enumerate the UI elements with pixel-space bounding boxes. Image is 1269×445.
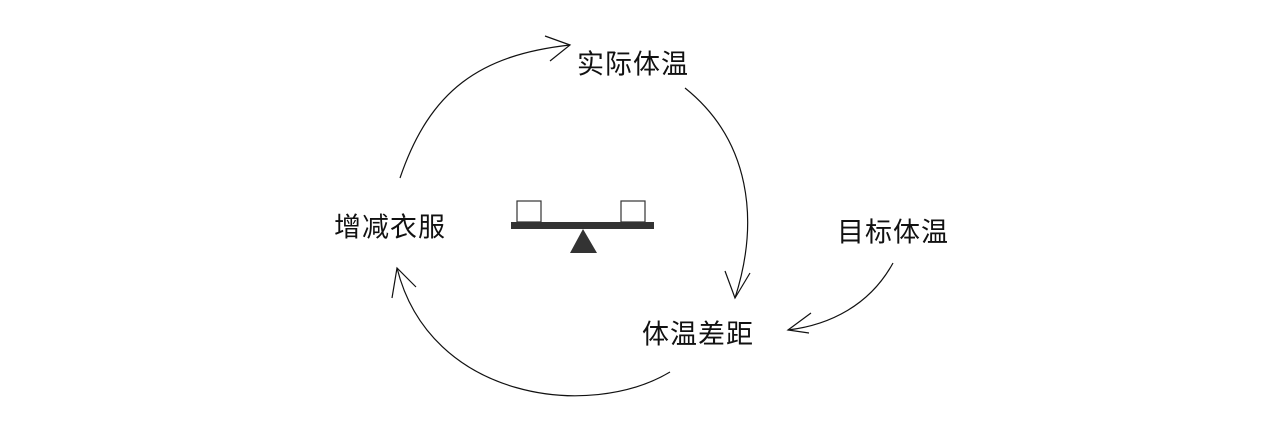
- node-actual-temp: 实际体温: [577, 49, 689, 81]
- arrow-gap-to-clothing: [391, 266, 671, 397]
- arrow-target-to-gap: [786, 262, 894, 334]
- node-temp-gap: 体温差距: [642, 319, 754, 351]
- arrow-actual-to-gap: [684, 87, 751, 300]
- node-target-temp: 目标体温: [837, 217, 949, 249]
- node-clothing: 增减衣服: [334, 212, 446, 244]
- balance-seesaw-icon: [511, 200, 654, 253]
- arrow-clothing-to-actual: [399, 35, 572, 179]
